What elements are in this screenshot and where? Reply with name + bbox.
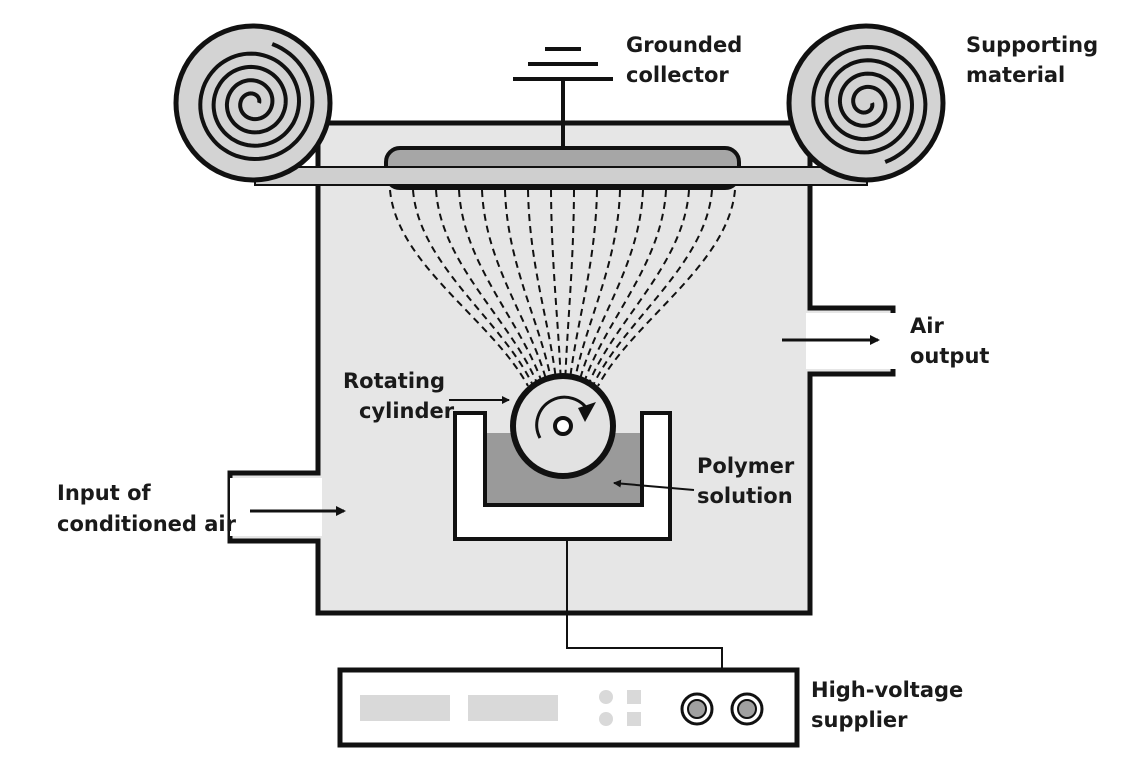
high-voltage-wire [566, 539, 723, 670]
indicator-light [599, 690, 613, 704]
label-rotating-cylinder: Rotating cylinder [343, 369, 455, 423]
rotation-arrow-icon [535, 395, 591, 439]
fiber-jet [435, 189, 539, 385]
fiber-jet [573, 189, 621, 381]
label-input-air: Input of conditioned air [57, 481, 237, 536]
fiber-jet [583, 189, 667, 384]
fiber-jet [504, 189, 553, 381]
fiber-jet [481, 189, 548, 382]
indicator-light [599, 712, 613, 726]
fiber-jets [389, 189, 736, 387]
ground-symbol-icon [513, 47, 613, 148]
chamber-wall [227, 120, 896, 616]
supporting-material-strip [254, 166, 868, 186]
fiber-jet [592, 189, 713, 386]
display-panel [360, 695, 450, 721]
fiber-jet [597, 189, 736, 387]
knob-icon [730, 692, 764, 726]
fiber-jet [389, 189, 529, 387]
spiral-roll-icon [173, 23, 333, 183]
fiber-jet [564, 189, 575, 379]
pointer-polymer-solution [613, 479, 695, 491]
fiber-jet [587, 189, 690, 385]
fiber-jet [550, 189, 562, 379]
high-voltage-supplier [337, 667, 800, 748]
display-panel [468, 695, 558, 721]
label-grounded-collector: Grounded collector [626, 33, 750, 87]
switch-square [627, 712, 641, 726]
fiber-jet [578, 189, 644, 382]
fiber-jet [412, 189, 534, 386]
label-air-output: Air output [910, 314, 989, 368]
switch-square [627, 690, 641, 704]
cylinder-axle [553, 416, 573, 436]
fiber-jet [527, 189, 557, 380]
air-inlet-duct [230, 478, 322, 536]
label-polymer-solution: Polymer solution [697, 454, 802, 508]
label-supporting-material: Supporting material [966, 33, 1105, 87]
label-high-voltage-supplier: High-voltage supplier [811, 678, 971, 732]
knob-icon [680, 692, 714, 726]
spiral-roll-icon [786, 23, 946, 183]
fiber-jet [569, 189, 598, 380]
fiber-jet [458, 189, 543, 384]
